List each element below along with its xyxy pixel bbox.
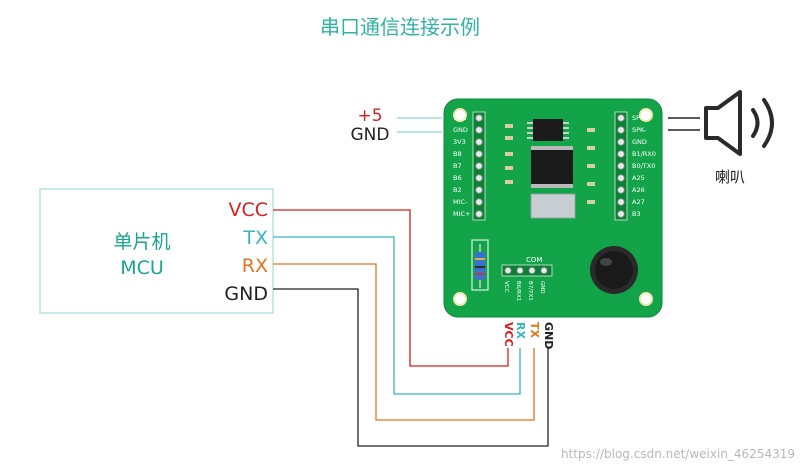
module-wire-label-rx: RX	[514, 322, 527, 339]
right-pin-label: SPK+	[632, 114, 650, 122]
passive-components	[505, 124, 595, 204]
left-pin-label: GND	[453, 126, 468, 134]
module-bottom-label: B6/RX1	[515, 281, 521, 301]
module-wire-label-tx: TX	[528, 322, 541, 339]
chip-icon	[527, 119, 569, 141]
watermark: https://blog.csdn.net/weixin_46254319	[561, 447, 795, 461]
left-pin-label: 3V3	[453, 138, 466, 146]
header-pin	[617, 150, 625, 158]
speaker-label: 喇叭	[715, 168, 745, 186]
speaker-icon	[704, 90, 774, 156]
header-pin	[617, 210, 625, 218]
left-pin-label: B8	[453, 150, 462, 158]
module-wire-label-gnd: GND	[542, 322, 555, 349]
main-ic	[531, 146, 573, 188]
module-wire-label-vcc: VCC	[502, 322, 515, 347]
right-pin-label: B3	[632, 210, 641, 218]
header-pin	[475, 138, 483, 146]
left-pin-labels: VCC GND 3V3 B8 B7 B6 B2 MIC- MIC+	[453, 114, 471, 218]
mount-hole-br	[639, 292, 653, 306]
right-pin-label: B1/RX0	[632, 150, 656, 158]
header-pin	[617, 174, 625, 182]
left-pin-label: VCC	[453, 114, 467, 122]
header-pin	[475, 198, 483, 206]
header-pin	[475, 186, 483, 194]
com-pin	[528, 267, 536, 274]
microphone-icon	[590, 246, 638, 294]
header-pin	[617, 198, 625, 206]
header-pin	[475, 114, 483, 122]
com-header-label: COM	[526, 256, 542, 264]
header-pin	[617, 186, 625, 194]
mcu-box	[39, 188, 274, 314]
right-pin-label: B0/TX0	[632, 162, 655, 170]
module-bottom-label: GND	[539, 281, 545, 294]
wire-vcc	[273, 209, 509, 367]
com-pin	[516, 267, 524, 274]
mcu-pin-vcc: VCC	[228, 199, 268, 221]
com-pin	[540, 267, 548, 274]
header-pin	[617, 126, 625, 134]
mcu-pin-tx: TX	[242, 227, 268, 249]
mcu-name-en: MCU	[120, 257, 164, 279]
right-pin-label: A25	[632, 174, 645, 182]
header-pin	[475, 174, 483, 182]
right-pin-label: A26	[632, 186, 645, 194]
header-pin	[475, 126, 483, 134]
right-pin-label: A27	[632, 198, 645, 206]
mcu-name-cn: 单片机	[113, 231, 170, 253]
mount-hole-bl	[453, 292, 467, 306]
mcu-pin-rx: RX	[242, 255, 268, 277]
pin-dots	[475, 114, 625, 218]
power-gnd-label: GND	[351, 125, 390, 145]
header-pin	[475, 150, 483, 158]
header-pin	[617, 162, 625, 170]
resistor-icon	[471, 239, 489, 291]
com-pin-dots	[504, 267, 548, 274]
wire-rx	[273, 263, 535, 421]
header-pin	[617, 114, 625, 122]
wire-gnd	[273, 288, 549, 447]
right-pin-labels: SPK+ SPK- GND B1/RX0 B0/TX0 A25 A26 A27 …	[632, 114, 656, 218]
flash-chip	[530, 193, 576, 219]
mcu-pin-gnd: GND	[224, 283, 268, 305]
left-pin-label: B7	[453, 162, 462, 170]
com-pin-header	[501, 264, 553, 277]
module-bottom-label: B7/TX1	[527, 281, 533, 301]
voice-module-pcb: VCC GND 3V3 B8 B7 B6 B2 MIC- MIC+ SPK+ S…	[443, 98, 663, 318]
header-pin	[475, 210, 483, 218]
header-pin	[617, 138, 625, 146]
right-pin-label: GND	[632, 138, 647, 146]
left-pin-label: MIC+	[453, 210, 471, 218]
left-pin-label: MIC-	[453, 198, 468, 206]
header-pin	[475, 162, 483, 170]
com-pin	[504, 267, 512, 274]
wire-tx	[273, 236, 521, 395]
power-plus5-label: +5	[357, 106, 382, 126]
right-pin-label: SPK-	[632, 126, 647, 134]
module-bottom-label: VCC	[503, 281, 509, 293]
diagram-title: 串口通信连接示例	[320, 15, 480, 39]
mount-hole-tl	[453, 108, 467, 122]
left-pin-label: B2	[453, 186, 462, 194]
mount-hole-tr	[639, 108, 653, 122]
left-pin-label: B6	[453, 174, 462, 182]
